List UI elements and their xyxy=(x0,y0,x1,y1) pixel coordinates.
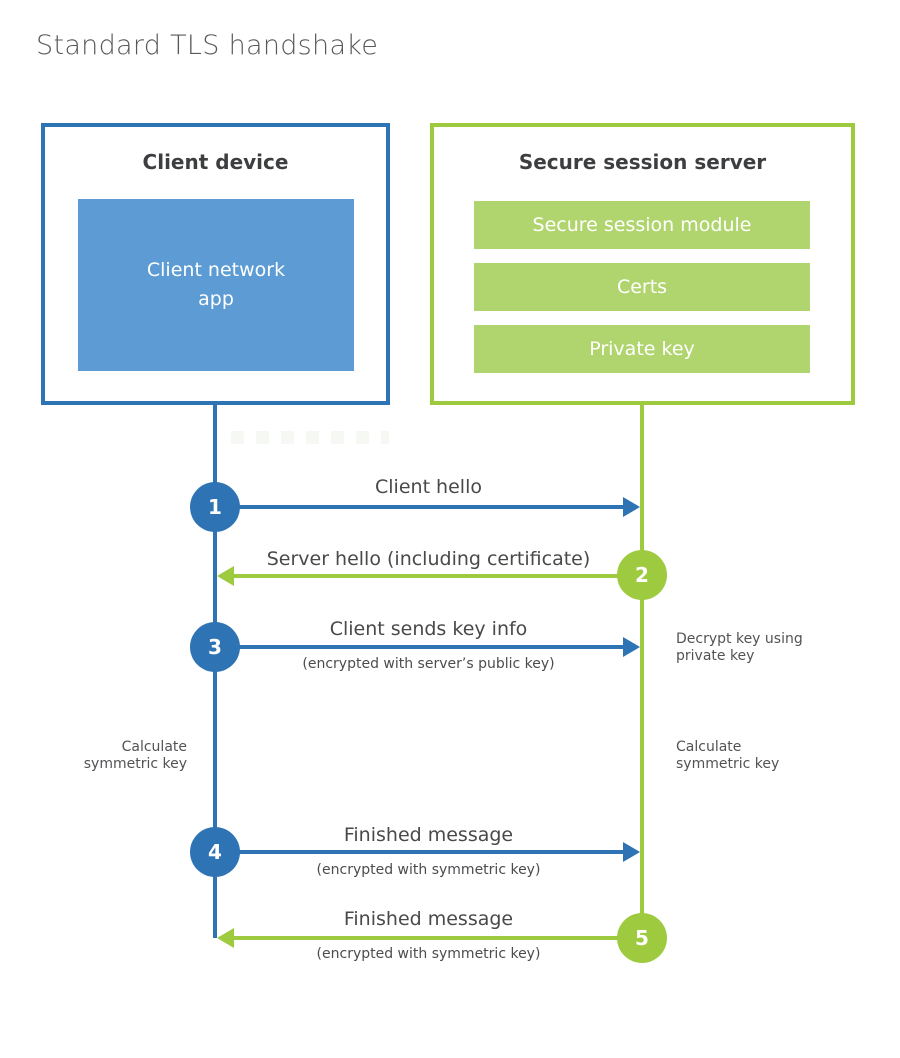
step5-arrowhead-icon xyxy=(217,928,234,948)
step4-label: Finished message xyxy=(343,824,514,846)
step5-circle: 5 xyxy=(617,913,667,963)
client-network-app-box: Client network app xyxy=(78,199,354,371)
step3-label: Client sends key info xyxy=(329,618,528,640)
step2-label: Server hello (including certificate) xyxy=(266,548,591,570)
faint-dashed-line xyxy=(231,431,389,444)
step1-circle: 1 xyxy=(190,482,240,532)
step4-sublabel: (encrypted with symmetric key) xyxy=(316,862,541,878)
note-calc-symmetric-key-server: Calculate symmetric key xyxy=(676,739,780,772)
step5-arrow-line xyxy=(234,936,642,940)
step1-label: Client hello xyxy=(375,476,482,498)
step5-label: Finished message xyxy=(343,908,514,930)
secure-session-server-title: Secure session server xyxy=(518,150,767,174)
note-decrypt-key: Decrypt key using private key xyxy=(676,631,803,664)
step4-arrowhead-icon xyxy=(623,842,640,862)
step2-arrowhead-icon xyxy=(217,566,234,586)
step1-arrowhead-icon xyxy=(623,497,640,517)
client-network-app-label: Client network app xyxy=(146,259,286,310)
server-module-certs: Certs xyxy=(474,263,810,311)
step4-circle: 4 xyxy=(190,827,240,877)
page-title: Standard TLS handshake xyxy=(36,30,379,61)
note-calc-symmetric-key-client: Calculate symmetric key xyxy=(83,739,187,772)
server-lifeline xyxy=(640,405,644,940)
step3-arrowhead-icon xyxy=(623,637,640,657)
step3-arrow-line xyxy=(215,645,624,649)
step2-arrow-line xyxy=(234,574,642,578)
server-module-secure-session-module: Secure session module xyxy=(474,201,810,249)
step5-sublabel: (encrypted with symmetric key) xyxy=(316,946,541,962)
step2-circle: 2 xyxy=(617,550,667,600)
step3-circle: 3 xyxy=(190,622,240,672)
client-device-title: Client device xyxy=(142,150,289,174)
server-module-private-key: Private key xyxy=(474,325,810,373)
step1-arrow-line xyxy=(215,505,624,509)
step3-sublabel: (encrypted with server’s public key) xyxy=(302,656,555,672)
step4-arrow-line xyxy=(215,850,624,854)
